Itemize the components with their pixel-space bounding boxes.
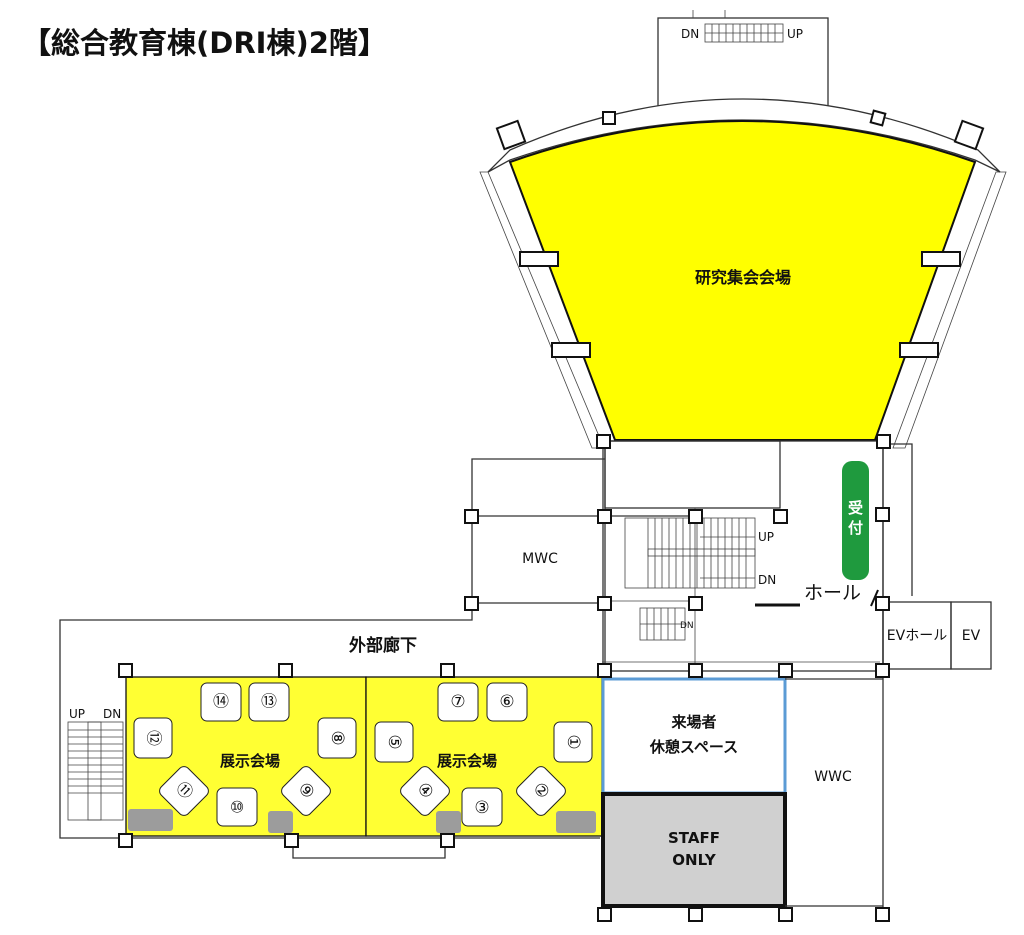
ev-hall-label: EVホール	[887, 628, 947, 644]
elevator-area: EVホール EV	[882, 601, 992, 670]
rest-space: 来場者 休憩スペース	[601, 677, 787, 795]
booth-14: ⑭	[200, 682, 242, 722]
booth-4: ④	[400, 766, 450, 816]
reception-label-2: 付	[848, 519, 863, 537]
center-stair-dn: DN	[758, 573, 776, 587]
ev-label: EV	[962, 628, 981, 644]
svg-text:⑭: ⑭	[213, 692, 229, 711]
rest-space-label-1: 来場者	[670, 713, 716, 731]
svg-text:③: ③	[474, 798, 489, 818]
reception-label-1: 受	[848, 499, 863, 517]
center-stair-dn-small: DN	[680, 621, 694, 631]
booth-3: ③	[461, 787, 503, 827]
research-hall-floor	[508, 120, 977, 441]
svg-text:⑫: ⑫	[145, 730, 164, 746]
booth-5: ⑤	[374, 721, 414, 763]
staff-label-1: STAFF	[668, 829, 720, 847]
svg-text:⑬: ⑬	[261, 692, 277, 711]
mwc-room: MWC	[471, 458, 695, 604]
left-stair-up: UP	[69, 707, 85, 721]
research-hall-label: 研究集会会場	[695, 268, 791, 287]
left-stair-dn: DN	[103, 707, 121, 721]
exhibition-left-label: 展示会場	[220, 752, 280, 770]
booth-8: ⑧	[317, 717, 357, 759]
svg-text:⑤: ⑤	[384, 734, 404, 749]
booth-9: ⑨	[281, 766, 331, 816]
center-stair: UP DN DN	[624, 517, 776, 641]
svg-text:⑧: ⑧	[327, 730, 347, 745]
hall-label: ホール	[804, 582, 861, 604]
structural-columns	[118, 434, 891, 922]
booth-7: ⑦	[437, 682, 479, 722]
booth-12: ⑫	[133, 717, 173, 759]
staff-only-room: STAFF ONLY	[601, 792, 787, 908]
svg-text:①: ①	[563, 734, 583, 749]
research-hall: 研究集会会場	[479, 98, 1007, 449]
corridor-walls: 外部廊下	[59, 603, 600, 859]
exhibition-right-label: 展示会場	[437, 752, 497, 770]
rest-space-label-2: 休憩スペース	[649, 738, 738, 756]
staff-label-2: ONLY	[672, 851, 717, 869]
booth-10: ⑩	[216, 787, 258, 827]
top-stair-dn: DN	[681, 27, 699, 41]
center-stair-up: UP	[758, 530, 774, 544]
wwc-room: WWC	[785, 678, 883, 907]
mwc-label: MWC	[522, 551, 558, 567]
booth-2: ②	[516, 766, 566, 816]
svg-text:⑥: ⑥	[499, 692, 514, 712]
booth-11: ⑪	[159, 766, 209, 816]
booth-6: ⑥	[486, 682, 528, 722]
reception-desk: 受 付	[842, 461, 869, 580]
top-stair-up: UP	[787, 27, 803, 41]
left-stair: UP DN	[67, 707, 124, 821]
corridor-label: 外部廊下	[349, 635, 417, 656]
page-title: 【総合教育棟(DRI棟)2階】	[22, 26, 387, 60]
svg-text:⑦: ⑦	[450, 692, 465, 712]
booth-13: ⑬	[248, 682, 290, 722]
svg-text:⑩: ⑩	[230, 798, 244, 817]
wwc-label: WWC	[814, 769, 852, 785]
booth-1: ①	[553, 721, 593, 763]
